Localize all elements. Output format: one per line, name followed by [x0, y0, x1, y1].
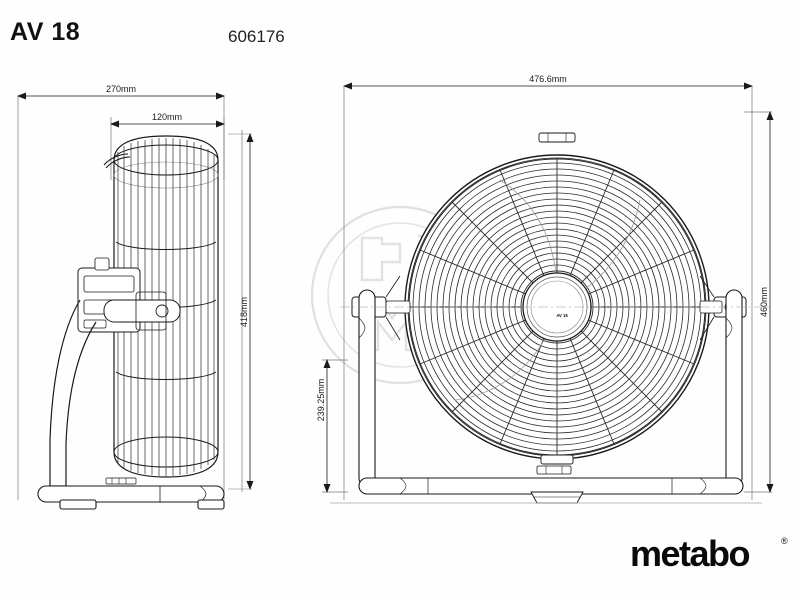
- tilt-pivot: [103, 291, 181, 331]
- part-number: 606176: [228, 27, 285, 46]
- dimension-476-6mm-label: 476.6mm: [529, 74, 567, 84]
- hub-model-label: AV 18: [556, 313, 568, 318]
- side-base-frame: [37, 477, 225, 510]
- dimension-418mm-label: 418mm: [239, 297, 249, 327]
- dimension-120mm: 120mm: [110, 112, 225, 128]
- registered-trademark-icon: ®: [781, 536, 788, 546]
- guard-top-clip: [538, 132, 576, 143]
- dimension-239-25mm: 239.25mm: [316, 359, 331, 493]
- dimension-418mm: 418mm: [228, 133, 254, 490]
- dimension-270mm-label: 270mm: [106, 84, 136, 94]
- guard-bottom-clip: [540, 454, 574, 465]
- front-stand-frame: [358, 289, 743, 487]
- carry-handle: [103, 153, 131, 169]
- dimension-270mm: 270mm: [17, 84, 225, 100]
- side-extension-lines: [17, 96, 243, 500]
- base-mount-bracket: [536, 465, 572, 475]
- dimension-460mm: 460mm: [759, 111, 774, 493]
- dimension-476-6mm: 476.6mm: [343, 74, 753, 90]
- center-foot-pad: [530, 491, 584, 504]
- dimension-239-25mm-label: 239.25mm: [316, 379, 326, 422]
- side-view: 270mm 120mm 418mm: [17, 84, 254, 510]
- dimension-460mm-label: 460mm: [759, 287, 769, 317]
- page-title: AV 18: [10, 18, 81, 46]
- dimension-120mm-label: 120mm: [152, 112, 182, 122]
- metabo-logo: metabo: [630, 533, 751, 574]
- front-view: 476.6mm 460mm 239.25mm: [316, 74, 774, 504]
